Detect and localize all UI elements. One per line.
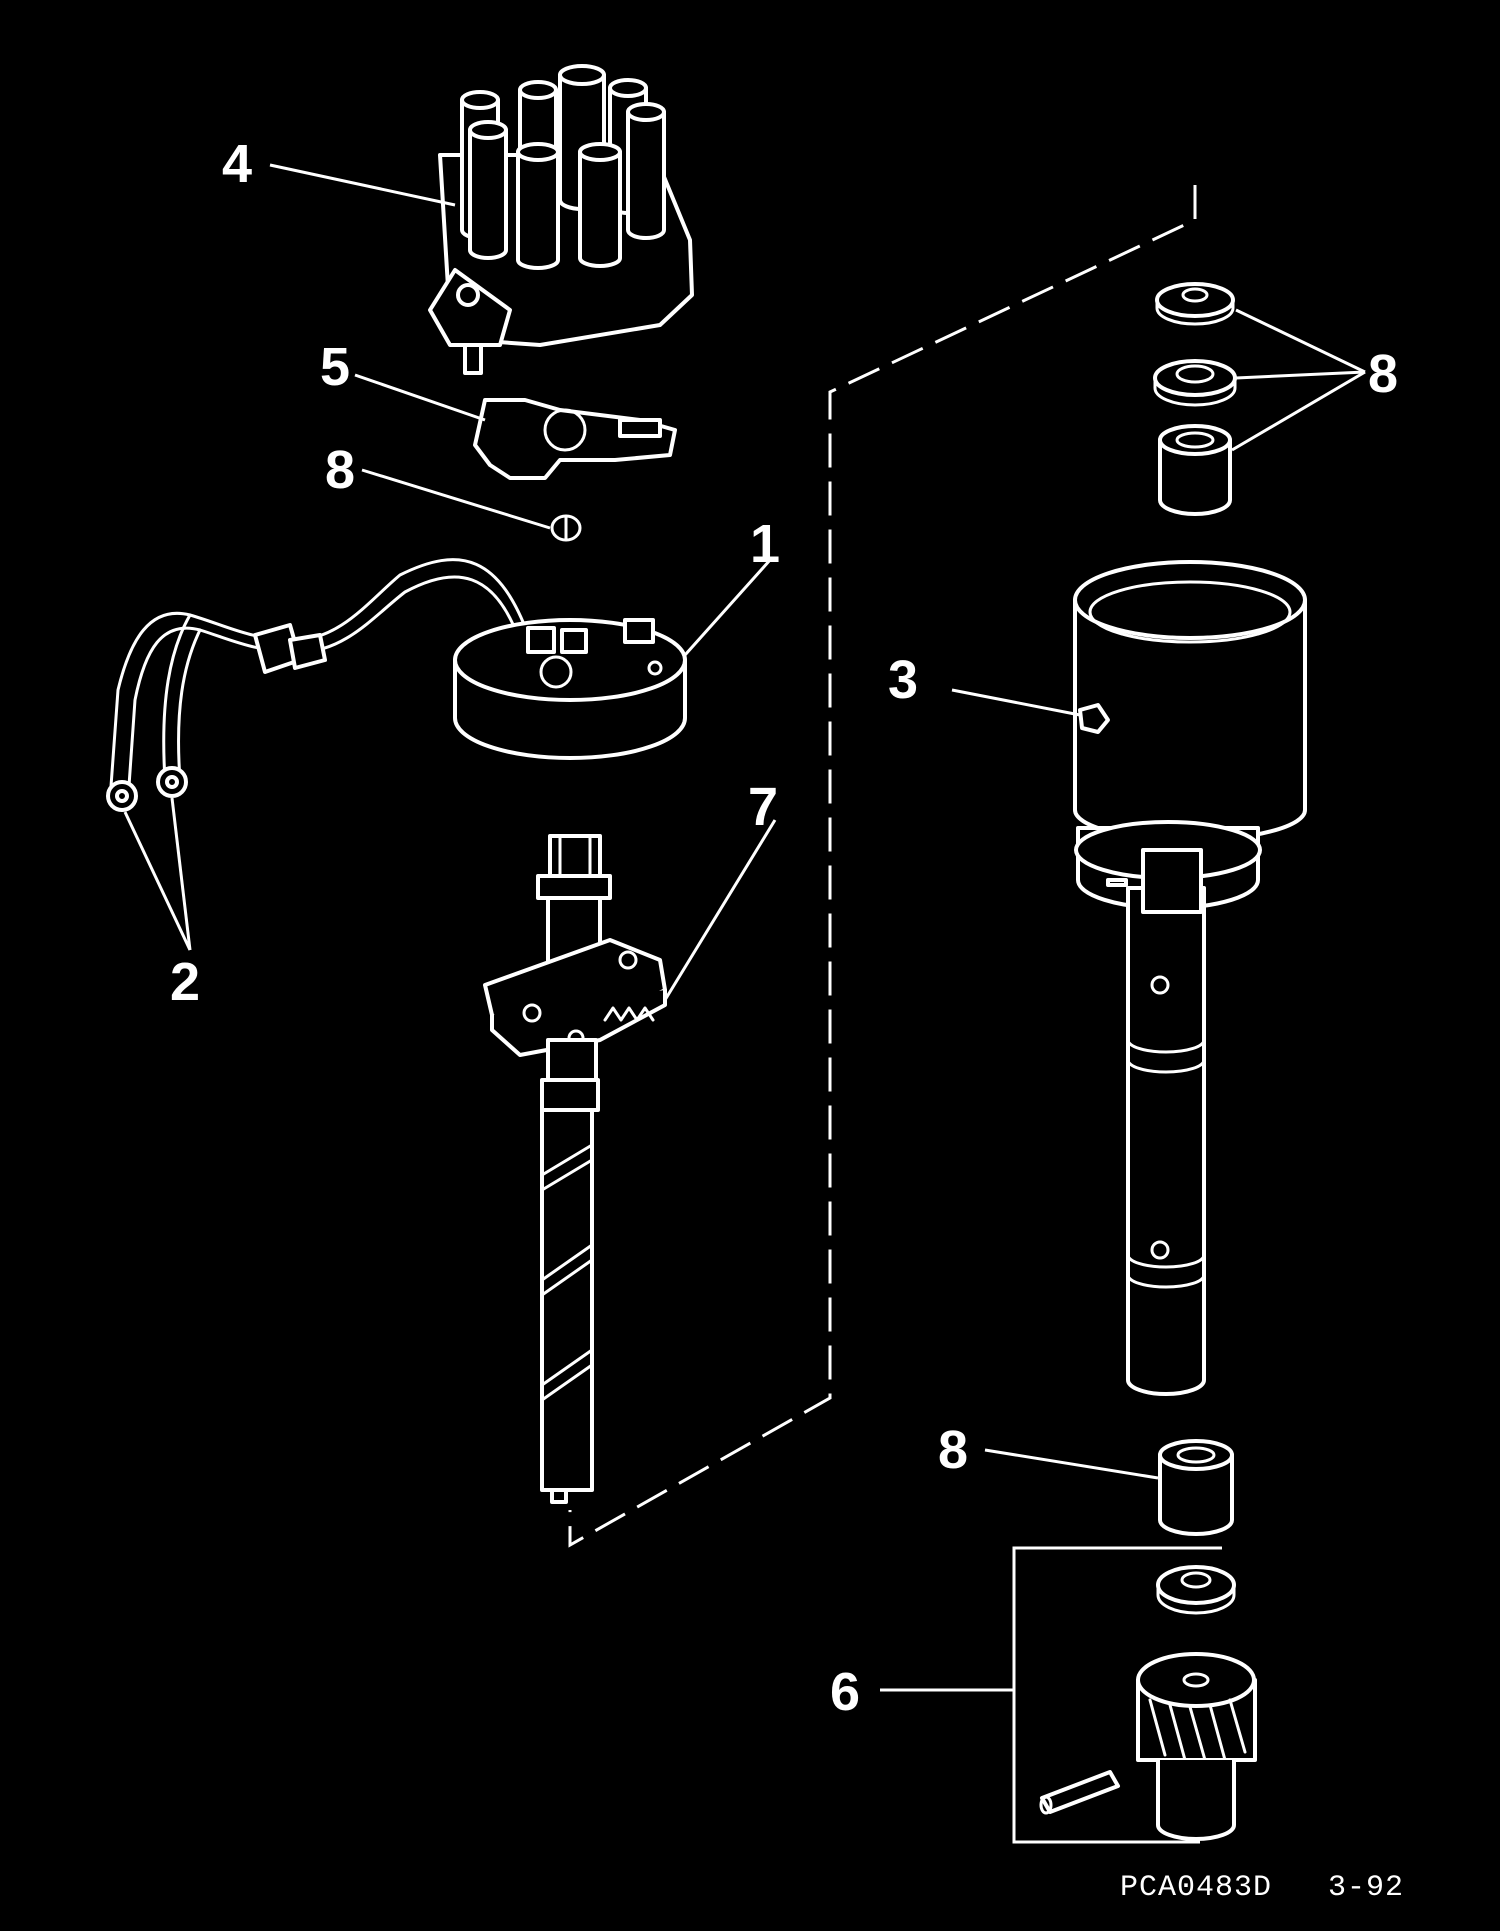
- pickup-coil: [453, 618, 687, 760]
- rotor: [473, 398, 677, 480]
- assembly-alignment-line: [568, 185, 1197, 1548]
- leader-8-bushing: [1231, 370, 1366, 452]
- rotor-clip: [550, 514, 582, 542]
- distributor-housing: [1073, 560, 1307, 1396]
- distributor-shaft: [483, 834, 667, 1504]
- top-washer-1: [1155, 282, 1235, 326]
- leader-5: [354, 373, 486, 422]
- leader-8-rotor-clip: [361, 468, 551, 530]
- leader-8-lower: [984, 1448, 1159, 1480]
- leader-8-washer-2: [1235, 370, 1366, 380]
- leader-lines: [123, 163, 1366, 1692]
- reference-code: PCA0483D: [1120, 1871, 1272, 1905]
- distributor-cap: [428, 64, 694, 375]
- callout-8-rotor-clip: 8: [325, 440, 355, 500]
- top-washer-2: [1153, 359, 1237, 407]
- revision-date: 3-92: [1328, 1871, 1404, 1905]
- callout-4: 4: [222, 134, 252, 194]
- leader-8-washer-1: [1235, 308, 1366, 374]
- leader-2a: [123, 811, 192, 951]
- callout-7: 7: [748, 777, 778, 837]
- leader-4: [269, 163, 456, 207]
- callout-8-top-parts: 8: [1368, 344, 1398, 404]
- pickup-wire-leads: [106, 558, 532, 812]
- callout-1: 1: [750, 514, 780, 574]
- callout-8-lower-bushing: 8: [938, 1420, 968, 1480]
- callout-3: 3: [888, 650, 918, 710]
- drive-gear-kit: [1012, 1546, 1257, 1844]
- leader-1: [683, 558, 772, 657]
- leader-3: [951, 688, 1081, 717]
- top-bushing: [1158, 424, 1232, 516]
- callout-5: 5: [320, 337, 350, 397]
- callout-2: 2: [170, 952, 200, 1012]
- callout-6: 6: [830, 1662, 860, 1722]
- lower-bushing: [1158, 1439, 1234, 1536]
- leader-7: [663, 819, 777, 1001]
- leader-2b: [170, 797, 192, 951]
